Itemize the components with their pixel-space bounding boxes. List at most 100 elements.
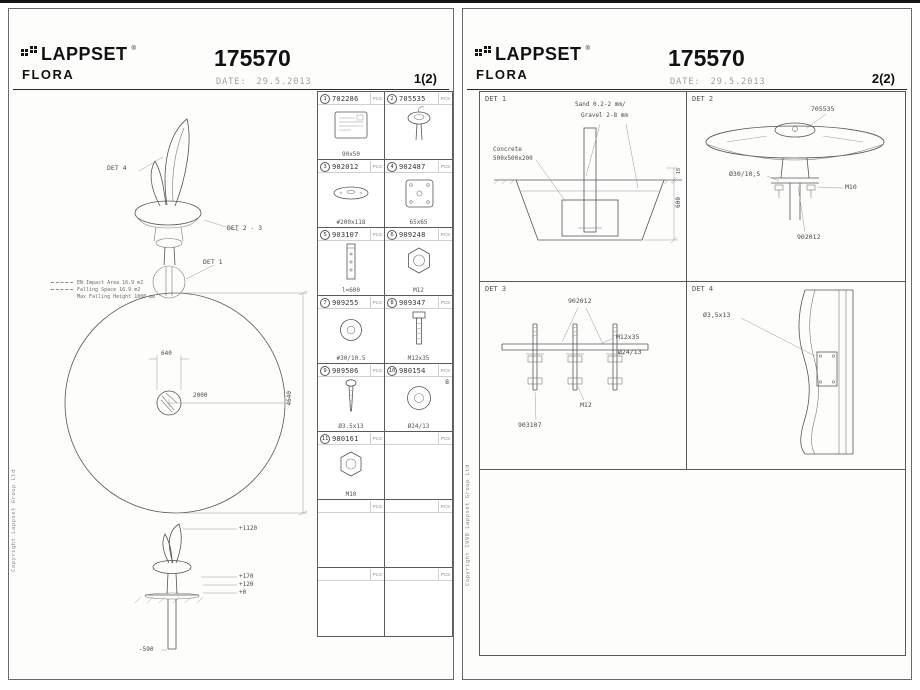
bolt-assembly-figure [501,307,649,421]
part-cell-980161: 11 980161 PCS M10 [318,432,385,500]
pcs-label: PCS [369,501,382,512]
concrete-size-annotation: 500x500x200 [493,155,533,162]
part-cell-909248: 6 909248 PCS M12 [385,228,452,296]
part-code: 902012 [332,162,359,171]
detail-title: DET 2 [692,95,714,103]
parts-table: 1 702286 PCS 90x50 2 705535 PCS 3 9 [317,91,453,637]
part-number-badge: 7 [320,297,330,308]
part-code: 702286 [332,94,359,103]
date-row: DATE: 29.5.2013 [216,77,312,87]
washer-figure [318,308,384,352]
bolt-callout-m12x35: M12x35 [616,333,640,341]
part-code: 705535 [399,94,426,103]
product-name: FLORA [476,67,529,82]
part-cell-909506: 9 909506 PCS Ø3.5x13 [318,364,385,432]
pcs-label: PCS [437,161,450,172]
sticker-figure [318,104,384,148]
main-drawing: DET 4 DET 2 - 3 DET 1 EN Impact Area 16.… [21,93,317,671]
part-number-badge: 10 [387,365,397,376]
flower-top-detail-figure [705,113,885,233]
detail-title: DET 3 [485,285,507,293]
part-header: 1 702286 PCS [318,92,384,105]
part-header: 9 909506 PCS [318,364,384,377]
part-qty: 8 [445,378,449,386]
part-cell-980154: 10 980154 PCS 8 Ø24/13 [385,364,452,432]
page-number: 1(2) [413,71,437,86]
part-spec: #30/10.5 [336,355,366,362]
pcs-label: PCS [369,229,382,240]
part-code: 909255 [332,298,359,307]
part-cell-empty: PCS [318,568,385,636]
washer-figure [385,376,452,420]
detail-panel-det4: DET 4 Ø3,5x13 [687,282,905,470]
part-header: PCS [385,500,452,513]
part-code: 909347 [399,298,426,307]
part-callout-705535: 705535 [811,105,835,113]
part-cell-909255: 7 909255 PCS #30/10.5 [318,296,385,364]
part-cell-empty: PCS [385,568,452,636]
part-header: PCS [318,500,384,513]
flower-top-figure [385,104,452,148]
square-plate-figure [385,172,452,216]
part-spec: M10 [345,491,357,498]
date-value: 29.5.2013 [710,77,766,87]
legend-row: EN Impact Area 16.9 m2 [51,279,155,286]
part-cell-705535: 2 705535 PCS [385,92,452,160]
part-number-badge: 5 [320,229,330,240]
part-header: 4 902487 PCS [385,160,452,173]
detail-title: DET 4 [692,285,714,293]
page-number: 2(2) [871,71,895,86]
part-header: 7 909255 PCS [318,296,384,309]
detail-grid: DET 1 Sand 0.2-2 mm/ Gravel 2-8 mm [479,91,906,656]
detail-panel-det2: DET 2 705535 Ø30/10,5 M10 902012 [687,92,905,282]
part-code: 980161 [332,434,359,443]
post-profile-figure [740,289,854,455]
dim-label-640: 640 [161,350,172,357]
part-cell-702286: 1 702286 PCS 90x50 [318,92,385,160]
nut-figure [385,240,452,284]
pcs-label: PCS [369,569,382,580]
part-number-badge: 3 [320,161,330,172]
pcs-label: PCS [369,161,382,172]
legend-falling-space: Falling Space 16.9 m2 [77,286,141,293]
washer-callout: Ø24/13 [618,348,642,356]
date-label: DATE: [670,77,701,87]
part-number-badge: 9 [320,365,330,376]
part-number-badge: 4 [387,161,397,172]
pcs-label: PCS [369,93,382,104]
nut-figure [318,444,384,488]
header-divider [467,89,907,90]
pcs-label: PCS [437,229,450,240]
blank-line-icon [51,296,73,297]
part-header: 10 980154 PCS [385,364,452,377]
legend-row: Max Falling Height 1000 mm [51,293,155,300]
brand-name: LAPPSET [41,44,128,64]
screw-callout: Ø3,5x13 [703,311,731,319]
part-cell-902487: 4 902487 PCS 65x65 [385,160,452,228]
hole-dim-callout: Ø30/10,5 [729,170,761,178]
part-header: 5 903107 PCS [318,228,384,241]
elevation-label-top: +1120 [239,525,258,532]
part-callout-903107: 903107 [518,421,542,429]
product-code: 175570 [668,45,745,71]
part-header: 11 980161 PCS [318,432,384,445]
part-code: 903107 [332,230,359,239]
part-cell-empty: PCS [318,500,385,568]
part-spec: Ø24/13 [407,423,430,430]
sheet-top-border [0,0,920,3]
part-header: PCS [385,432,452,445]
elevation-label-depth: -590 [139,646,154,653]
dash-dot-line-icon [51,282,73,283]
part-spec: M12x35 [407,355,430,362]
part-cell-empty: PCS [385,432,452,500]
part-header: 3 902012 PCS [318,160,384,173]
part-code: 909506 [332,366,359,375]
date-row: DATE: 29.5.2013 [670,77,766,87]
part-callout-902012: 902012 [797,233,821,241]
pcs-label: PCS [369,365,382,376]
date-value: 29.5.2013 [256,77,312,87]
part-number-badge: 6 [387,229,397,240]
elevation-label-ground: +0 [239,589,247,596]
page-1: Copyright Lappset Group Ltd LAPPSET ® FL… [8,8,454,680]
part-cell-903107: 5 903107 PCS l=600 [318,228,385,296]
